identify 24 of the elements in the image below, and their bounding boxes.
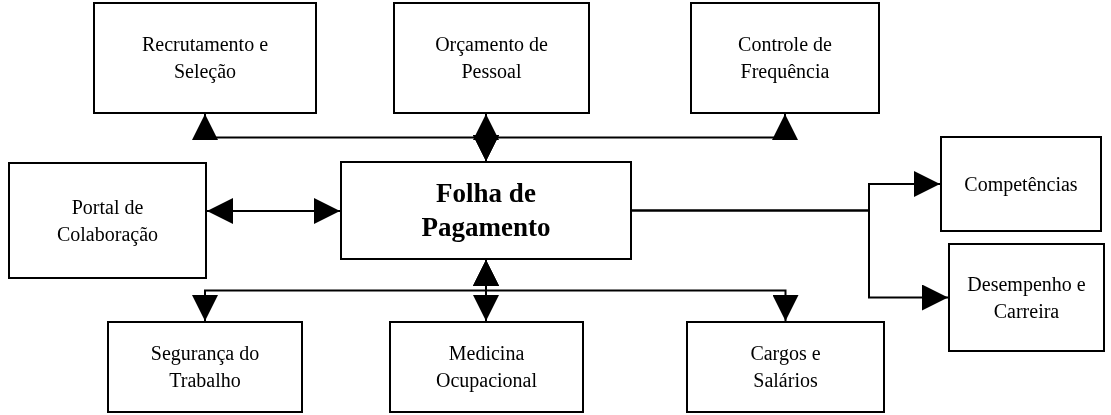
- arrow: [206, 198, 341, 224]
- box-label: Medicina Ocupacional: [434, 341, 539, 394]
- process-box: [107, 321, 303, 413]
- process-box: [389, 321, 584, 413]
- box-label: Segurança do Trabalho: [149, 341, 261, 393]
- box-label: Recrutamento e Seleção: [140, 32, 270, 85]
- process-box: [393, 2, 590, 114]
- process-box: [690, 2, 880, 114]
- process-box: [686, 321, 885, 413]
- main-title: Folha de Pagamento: [420, 176, 552, 244]
- box-label: Competências: [964, 171, 1078, 198]
- process-box: [340, 161, 632, 260]
- box-label: Desempenho e Carreira: [966, 271, 1087, 324]
- arrow: [473, 113, 798, 162]
- box-label: Portal de Colaboração: [55, 194, 160, 248]
- box-label: Cargos e Salários: [749, 341, 822, 393]
- process-box: [93, 2, 317, 114]
- process-box: [940, 136, 1102, 232]
- box-label: Controle de Frequência: [737, 32, 833, 85]
- process-box: [948, 243, 1105, 352]
- arrow: [631, 209, 949, 311]
- process-box: [8, 162, 207, 279]
- box-label: Orçamento de Pessoal: [434, 32, 549, 84]
- arrow: [473, 259, 799, 322]
